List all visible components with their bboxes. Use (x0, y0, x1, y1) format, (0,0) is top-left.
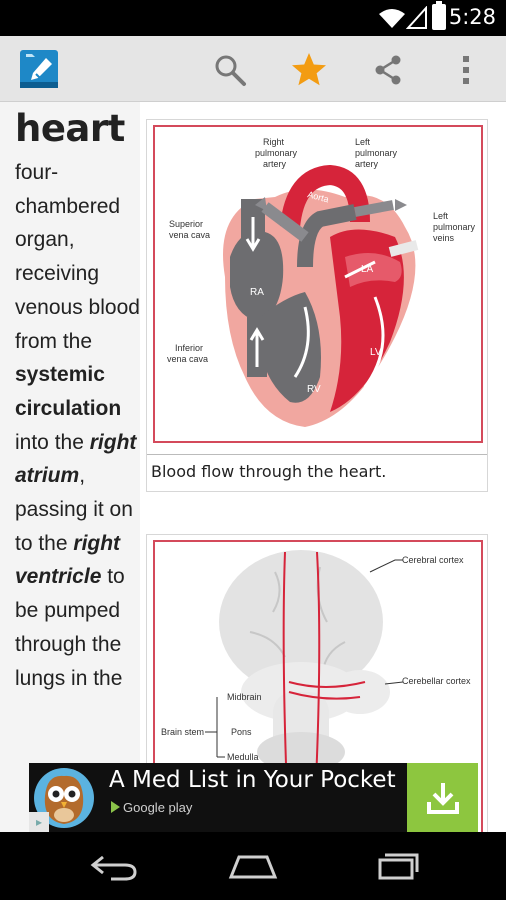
definition-text: , passing it on to the (15, 464, 133, 555)
label-pons: Pons (231, 727, 252, 737)
label-cerebellar-cortex: Cerebellar cortex (402, 676, 471, 686)
favorite-button[interactable] (287, 48, 331, 92)
back-button[interactable] (83, 846, 143, 886)
home-icon (228, 855, 278, 879)
definition-text: into the (15, 430, 90, 454)
wifi-icon (379, 9, 405, 28)
ad-banner[interactable]: A Med List in Your Pocket Google play (29, 763, 478, 832)
label-lv: LV (370, 347, 382, 358)
overflow-menu-icon (463, 56, 469, 84)
ad-download-button[interactable] (407, 763, 478, 832)
label-ra: RA (250, 287, 264, 298)
label-rv: RV (307, 384, 321, 395)
label-brain-stem: Brain stem (161, 727, 204, 737)
app-dictionary-icon[interactable] (16, 44, 64, 92)
ad-info-icon[interactable]: ▸ (29, 812, 49, 832)
definition-term-link[interactable]: right ventricle (15, 531, 121, 589)
definition-term-link[interactable]: systemic circulation (15, 363, 122, 420)
figure-caption: Blood flow through the heart. (147, 454, 487, 492)
status-time: 5:28 (448, 5, 496, 29)
search-button[interactable] (208, 48, 252, 92)
back-icon (90, 855, 137, 881)
definition-text: four-chambered organ, receiving venous b… (15, 161, 140, 353)
label-midbrain: Midbrain (227, 692, 262, 702)
definition-column: heart four-chambered organ, receiving ve… (0, 102, 140, 832)
ad-store-label: Google play (111, 800, 192, 815)
label-la: LA (361, 264, 374, 275)
navigation-bar (0, 832, 506, 900)
owl-icon (34, 768, 94, 828)
cell-signal-icon (406, 6, 427, 29)
star-icon (292, 53, 326, 86)
download-icon (426, 782, 459, 814)
entry-definition: four-chambered organ, receiving venous b… (15, 156, 140, 695)
ad-store-name: Google play (123, 800, 193, 815)
share-button[interactable] (366, 48, 410, 92)
ad-title: A Med List in Your Pocket (109, 767, 396, 793)
search-icon (215, 55, 246, 86)
overflow-menu-button[interactable] (444, 48, 488, 92)
recents-button[interactable] (365, 846, 425, 886)
battery-icon (432, 1, 446, 30)
status-bar: 5:28 (0, 0, 506, 36)
action-bar (0, 36, 506, 102)
entry-content[interactable]: heart four-chambered organ, receiving ve… (0, 102, 506, 832)
share-icon (375, 55, 401, 85)
label-medulla: Medulla (227, 752, 259, 762)
definition-term-link[interactable]: right atrium (15, 430, 137, 488)
label-cerebral-cortex: Cerebral cortex (402, 555, 464, 565)
entry-term: heart (15, 107, 125, 150)
definition-text: to be pumped through the lungs in the (15, 565, 125, 690)
google-play-icon (111, 801, 120, 813)
home-button[interactable] (223, 846, 283, 886)
recents-icon (378, 853, 419, 880)
